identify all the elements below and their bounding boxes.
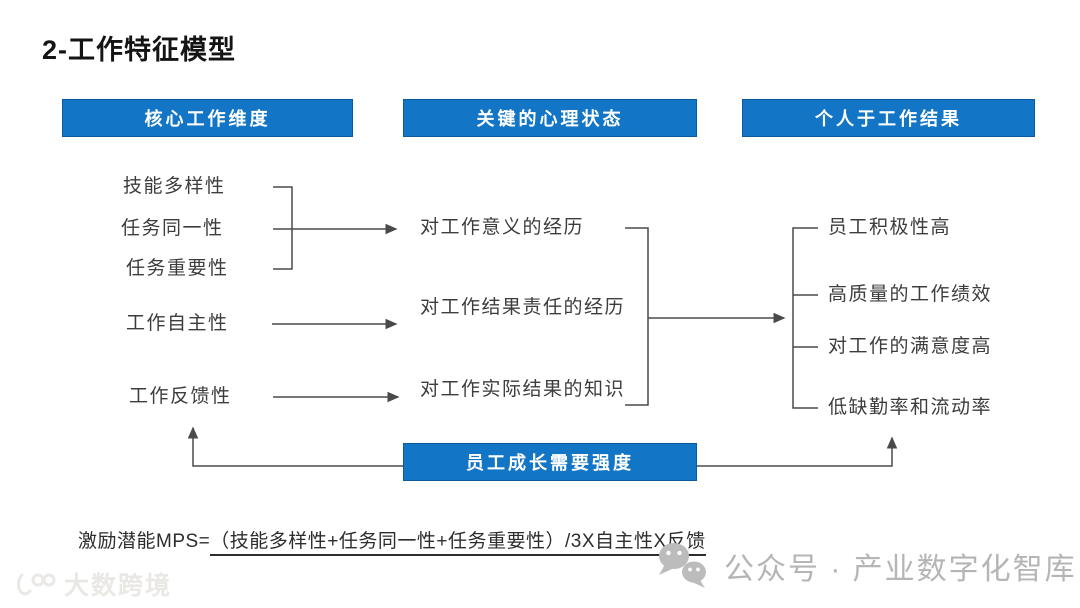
corner-watermark: 大数跨境 (12, 566, 172, 602)
arrow-moderator-to-feedback (187, 426, 403, 467)
header-critical-psych-states: 关键的心理状态 (403, 99, 697, 137)
node-high-satisfaction: 对工作的满意度高 (828, 336, 993, 357)
node-experienced-responsibility: 对工作结果责任的经历 (420, 297, 626, 318)
node-task-identity: 任务同一性 (121, 218, 224, 239)
mps-formula-prefix: 激励潜能MPS= (78, 531, 211, 552)
wechat-watermark: 公众号 · 产业数字化智库 (652, 540, 1077, 592)
arrow-moderator-to-outcomes (697, 436, 898, 467)
header-core-work-dimensions: 核心工作维度 (62, 99, 353, 137)
node-high-motivation: 员工积极性高 (828, 217, 952, 238)
node-experienced-meaningfulness: 对工作意义的经历 (420, 217, 585, 238)
node-knowledge-of-results: 对工作实际结果的知识 (420, 379, 626, 400)
wechat-icon (659, 543, 706, 588)
node-feedback: 工作反馈性 (129, 386, 232, 407)
mps-formula: 激励潜能MPS=（技能多样性+任务同一性+任务重要性）/3X自主性X反馈 (78, 526, 706, 556)
moderator-growth-need-strength: 员工成长需要强度 (403, 443, 697, 481)
node-high-quality-performance: 高质量的工作绩效 (828, 284, 993, 305)
page-title: 2-工作特征模型 (42, 35, 237, 65)
header-personal-work-outcomes: 个人于工作结果 (742, 99, 1035, 137)
node-autonomy: 工作自主性 (126, 313, 229, 334)
corner-watermark-text: 大数跨境 (64, 572, 173, 600)
bracket-psych-states (625, 227, 649, 406)
node-task-significance: 任务重要性 (126, 258, 229, 279)
mps-formula-underlined: （技能多样性+任务同一性+任务重要性）/3X自主性X反馈 (210, 531, 706, 556)
wechat-watermark-text: 公众号 · 产业数字化智库 (724, 553, 1077, 586)
bracket-outcomes (792, 227, 818, 409)
bracket-core-dimensions (273, 186, 293, 270)
node-skill-variety: 技能多样性 (123, 176, 226, 197)
node-low-absenteeism: 低缺勤率和流动率 (828, 397, 993, 418)
corner-logo-icon (17, 573, 56, 596)
